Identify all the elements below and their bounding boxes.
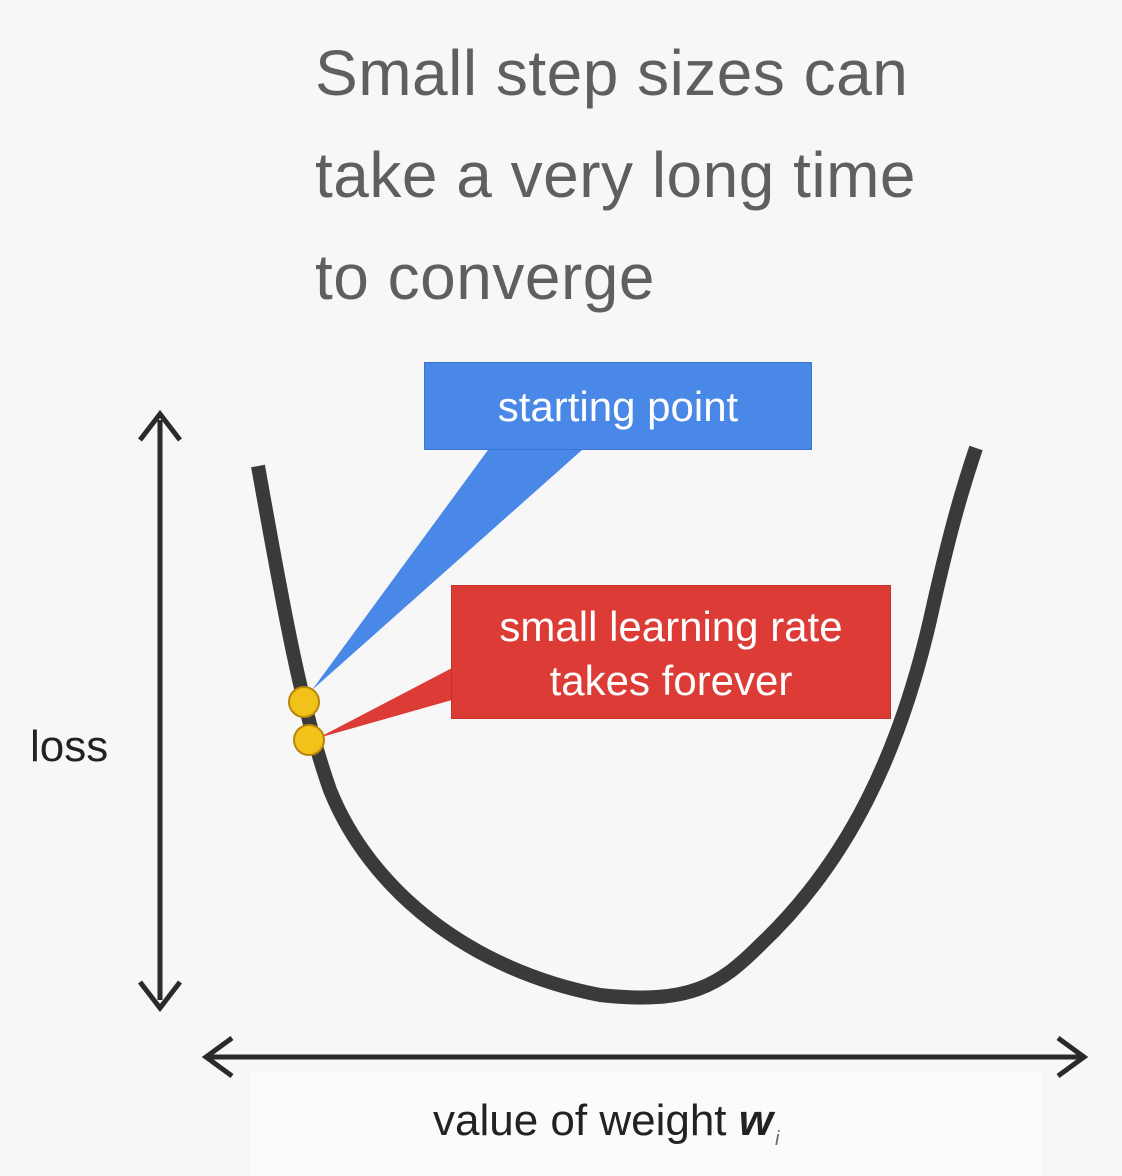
starting-point-callout: starting point <box>424 362 812 450</box>
title-line-2: take a very long time <box>315 139 916 211</box>
slide-title: Small step sizes can take a very long ti… <box>315 22 1075 328</box>
x-axis-label-variable: w <box>738 1096 773 1145</box>
x-label-background <box>250 1072 1042 1176</box>
title-line-3: to converge <box>315 241 655 313</box>
small-lr-callout-line-2: takes forever <box>549 657 793 704</box>
starting-point-callout-text: starting point <box>497 383 739 430</box>
x-axis-label-text: value of weight <box>433 1096 739 1145</box>
x-axis-label-subscript: i <box>774 1128 780 1150</box>
y-axis-label: loss <box>30 722 109 771</box>
next-step-marker <box>293 724 325 756</box>
small-learning-rate-callout: small learning rate takes forever <box>451 585 891 719</box>
double-arrow-horizontal-icon <box>201 1035 1089 1079</box>
small-lr-pointer <box>318 668 452 738</box>
double-arrow-vertical-icon <box>138 409 182 1013</box>
small-lr-callout-line-1: small learning rate <box>499 603 843 650</box>
title-line-1: Small step sizes can <box>315 37 909 109</box>
starting-point-pointer <box>312 450 582 690</box>
starting-point-marker <box>288 686 320 718</box>
